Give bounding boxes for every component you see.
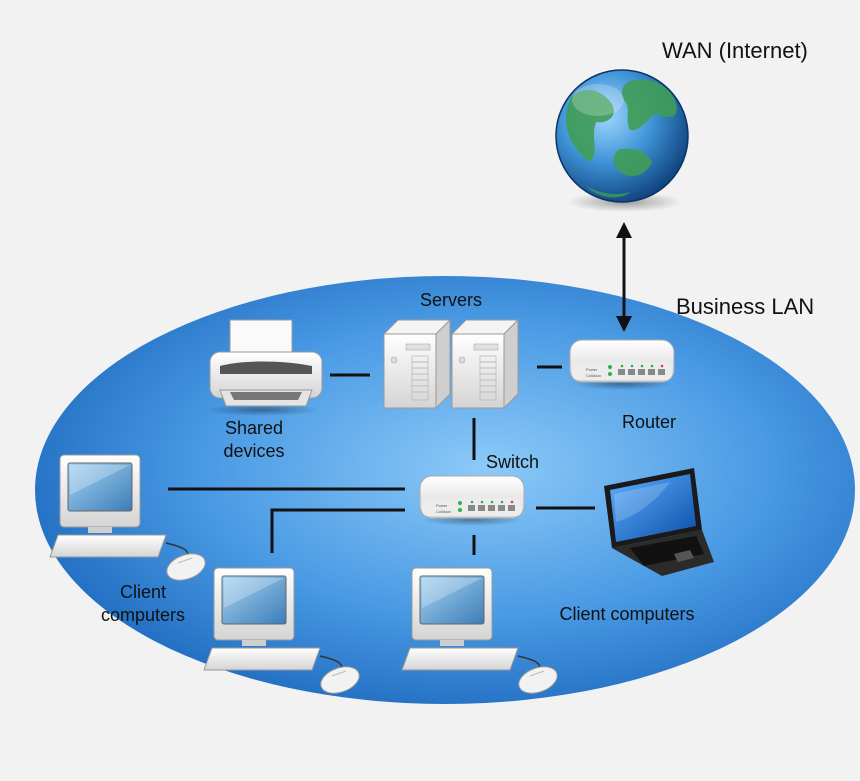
client-computers-right-label: Client computers xyxy=(559,604,694,624)
router-power-text: Power xyxy=(586,367,598,372)
switch-collision-text: Collision xyxy=(436,509,451,514)
server-tower-2 xyxy=(451,319,519,409)
client-computers-left-label-line2: computers xyxy=(101,605,185,625)
switch-power-text: Power xyxy=(436,503,448,508)
wan-label: WAN (Internet) xyxy=(662,38,808,63)
servers-label: Servers xyxy=(420,290,482,310)
connector-lines xyxy=(168,365,595,555)
switch-label: Switch xyxy=(486,452,539,472)
shared-devices-label-line2: devices xyxy=(223,441,284,461)
wan-link-arrow xyxy=(616,222,632,332)
business-lan-label: Business LAN xyxy=(676,294,814,319)
client-computers-left-label-line1: Client xyxy=(120,582,166,602)
router-collision-text: Collision xyxy=(586,373,601,378)
server-tower-1 xyxy=(383,319,451,409)
switch-device: Power Collision xyxy=(419,475,525,527)
shared-devices-label-line1: Shared xyxy=(225,418,283,438)
laptop-icon xyxy=(604,468,714,576)
router-label: Router xyxy=(622,412,676,432)
printer-icon xyxy=(204,319,323,416)
globe-icon xyxy=(555,69,689,212)
router-device: Power Collision xyxy=(569,339,675,391)
